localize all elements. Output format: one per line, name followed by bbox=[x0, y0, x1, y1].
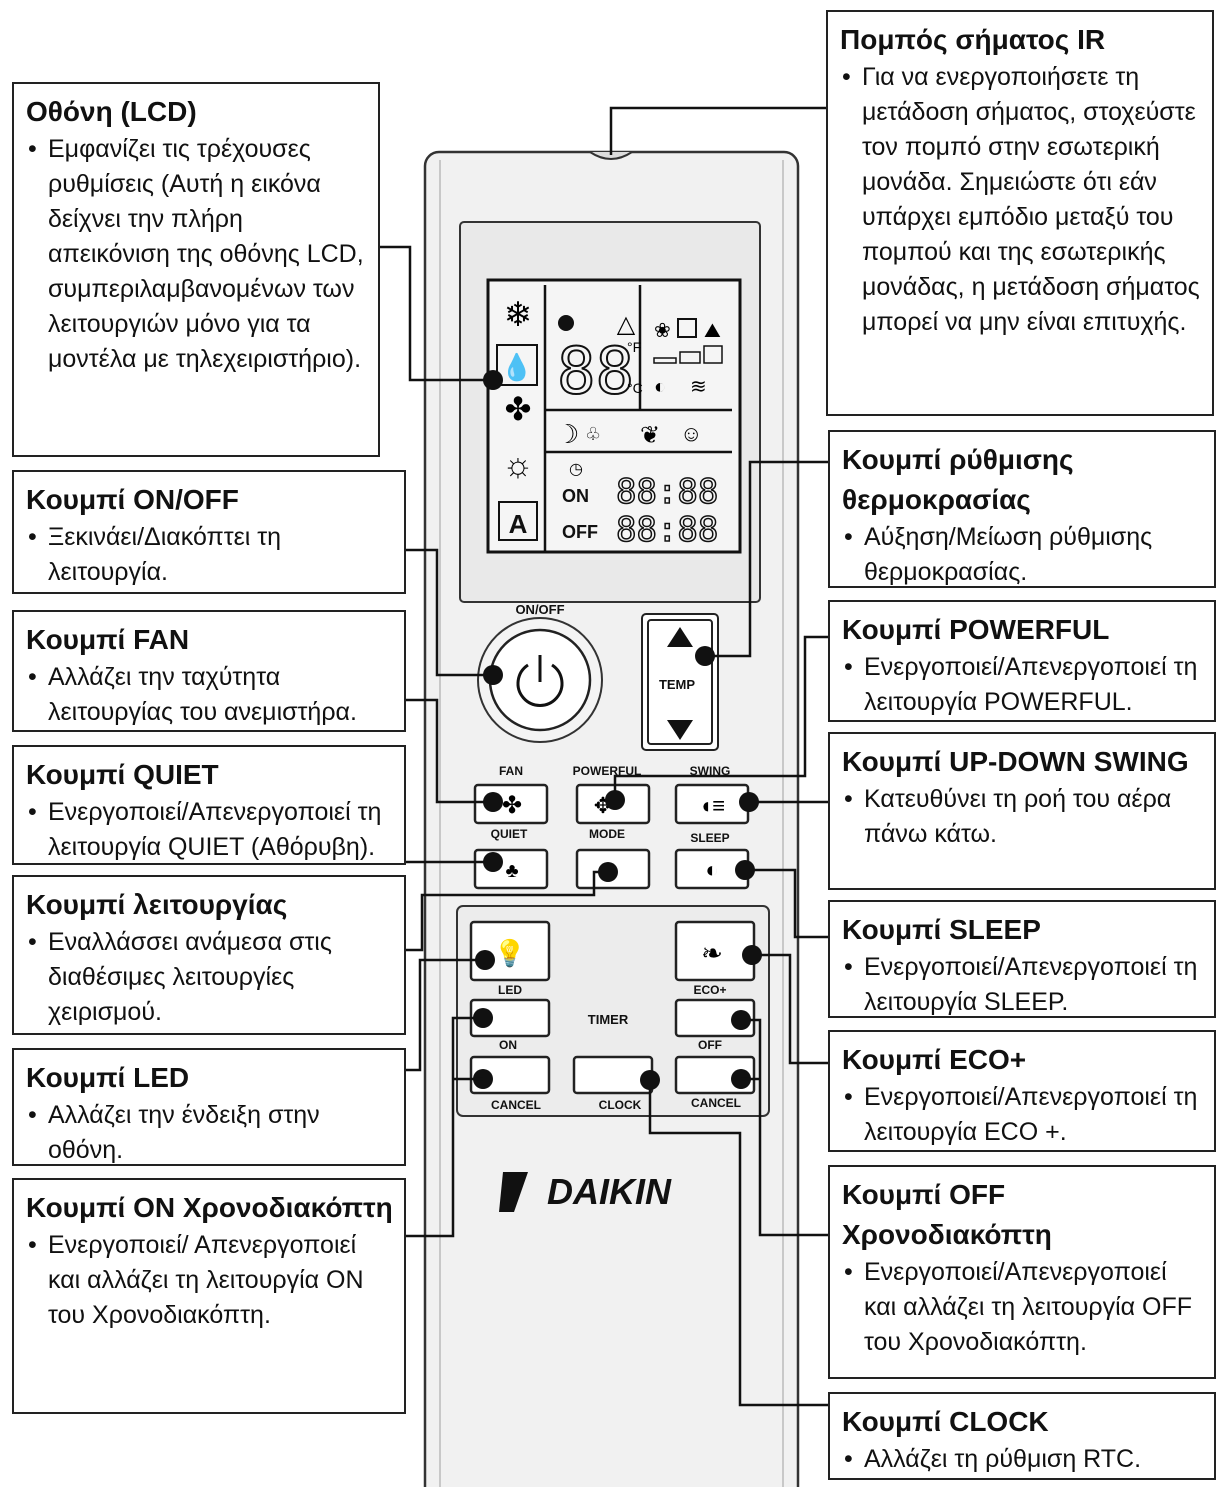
power-icon bbox=[516, 663, 564, 707]
callout-lcd: Οθόνη (LCD) Εμφανίζει τις τρέχουσες ρυθμ… bbox=[12, 82, 380, 457]
svg-text:QUIET: QUIET bbox=[491, 827, 528, 841]
sleep-button[interactable]: ◐ bbox=[674, 848, 750, 890]
temp-up-icon[interactable] bbox=[667, 627, 693, 647]
callout-onoff: Κουμπί ON/OFF Ξεκινάει/Διακόπτει τη λειτ… bbox=[12, 470, 406, 594]
svg-text:OFF: OFF bbox=[562, 522, 598, 542]
callout-ir: Πομπός σήματος IR Για να ενεργοποιήσετε … bbox=[826, 10, 1214, 416]
callout-eco: Κουμπί ECO+ Ενεργοποιεί/Απενεργοποιεί τη… bbox=[828, 1030, 1216, 1152]
temp-button[interactable]: TEMP bbox=[641, 613, 719, 751]
svg-text:SLEEP: SLEEP bbox=[690, 831, 729, 845]
svg-text:ON: ON bbox=[499, 1038, 517, 1052]
daikin-logo: DAIKIN bbox=[499, 1171, 672, 1212]
callout-clock: Κουμπί CLOCK Αλλάζει τη ρύθμιση RTC. bbox=[828, 1392, 1216, 1480]
airflow-icon: ≋ bbox=[690, 376, 707, 398]
sun-icon: ☼ bbox=[502, 446, 533, 484]
fahrenheit-icon: °F bbox=[627, 339, 641, 355]
svg-text:💧: 💧 bbox=[501, 352, 533, 382]
svg-text:ON/OFF: ON/OFF bbox=[515, 602, 564, 617]
callout-sleep: Κουμπί SLEEP Ενεργοποιεί/Απενεργοποιεί τ… bbox=[828, 900, 1216, 1018]
fan-bar-1 bbox=[653, 357, 677, 364]
callout-timer-off: Κουμπί OFF Χρονοδιακόπτη Ενεργοποιεί/Απε… bbox=[828, 1165, 1216, 1379]
quiet-icon: ♧ bbox=[585, 424, 601, 444]
callout-swing: Κουμπί UP-DOWN SWING Κατευθύνει τη ροή τ… bbox=[828, 732, 1216, 890]
fan-speed-icons: ❀ bbox=[654, 320, 671, 342]
svg-text:CLOCK: CLOCK bbox=[599, 1098, 642, 1112]
callout-led: Κουμπί LED Αλλάζει την ένδειξη στην οθόν… bbox=[12, 1048, 406, 1166]
svg-text:MODE: MODE bbox=[589, 827, 625, 841]
svg-text:CANCEL: CANCEL bbox=[491, 1098, 541, 1112]
ir-emitter bbox=[589, 151, 633, 160]
quiet-icon: ♣ bbox=[505, 860, 518, 882]
svg-text:TIMER: TIMER bbox=[588, 1012, 629, 1027]
swing-button[interactable]: ◖≡ bbox=[674, 783, 750, 825]
sleep-icon: ◐ bbox=[705, 857, 718, 882]
dry-mode-icon bbox=[496, 344, 538, 386]
clock-button[interactable] bbox=[572, 1055, 654, 1095]
eco-leaf-icon: ❦ bbox=[640, 422, 660, 449]
svg-text:OFF: OFF bbox=[698, 1038, 722, 1052]
svg-text:DAIKIN: DAIKIN bbox=[547, 1171, 672, 1212]
mountain-icon: ⛰ bbox=[704, 320, 721, 342]
fan-bar-3 bbox=[703, 345, 723, 364]
callout-fan: Κουμπί FAN Αλλάζει την ταχύτητα λειτουργ… bbox=[12, 610, 406, 732]
onoff-button[interactable] bbox=[477, 617, 603, 743]
celsius-icon: °C bbox=[627, 380, 643, 396]
swing-icon: ◖≡ bbox=[699, 793, 725, 818]
eco-leaf-icon: ❧ bbox=[701, 938, 723, 968]
callout-quiet: Κουμπί QUIET Ενεργοποιεί/Απενεργοποιεί τ… bbox=[12, 745, 406, 865]
auto-mode-icon bbox=[498, 501, 538, 541]
svg-text:ECO+: ECO+ bbox=[693, 983, 726, 997]
svg-text:FAN: FAN bbox=[499, 764, 523, 778]
callout-temp: Κουμπί ρύθμισης θερμοκρασίας Αύξηση/Μείω… bbox=[828, 430, 1216, 588]
svg-text:TEMP: TEMP bbox=[659, 677, 695, 692]
fan-mode-icon: ✤ bbox=[505, 391, 532, 427]
leader-dots bbox=[473, 370, 762, 1090]
callout-mode: Κουμπί λειτουργίας Εναλλάσσει ανάμεσα στ… bbox=[12, 875, 406, 1035]
svg-text:POWERFUL: POWERFUL bbox=[573, 764, 642, 778]
svg-text:A: A bbox=[509, 509, 528, 539]
clock-icon: ◷ bbox=[569, 461, 583, 478]
triangle-icon: △ bbox=[617, 311, 636, 338]
bulb-icon: 💡 bbox=[494, 938, 526, 968]
callout-powerful: Κουμπί POWERFUL Ενεργοποιεί/Απενεργοποιε… bbox=[828, 600, 1216, 722]
lcd-display: ❄ 💧 ✤ ☼ A △ 88 °F °C ❀ ⛰ ◐ ≋ ☽ ♧ ❦ ☺ ◷ O… bbox=[486, 278, 742, 554]
off-timer-digits: 88:88 bbox=[616, 510, 718, 550]
svg-text:SWING: SWING bbox=[690, 764, 731, 778]
on-timer-digits: 88:88 bbox=[616, 472, 718, 512]
svg-text:LED: LED bbox=[498, 983, 522, 997]
fan-icon: ✤ bbox=[502, 792, 522, 819]
svg-text:CANCEL: CANCEL bbox=[691, 1096, 741, 1110]
sleep-moon-icon: ☽ bbox=[556, 419, 579, 449]
callout-timer-on: Κουμπί ON Χρονοδιακόπτη Ενεργοποιεί/ Απε… bbox=[12, 1178, 406, 1414]
swing-icon: ◐ bbox=[654, 376, 666, 398]
fan-bar-2 bbox=[679, 351, 701, 364]
snowflake-icon: ❄ bbox=[504, 296, 533, 334]
powerful-indicator-icon bbox=[558, 315, 574, 331]
svg-text:ON: ON bbox=[562, 486, 589, 506]
temp-down-icon[interactable] bbox=[667, 720, 693, 740]
temp-digits: 88 bbox=[557, 335, 634, 409]
sensor-person-icon: ☺ bbox=[680, 421, 702, 446]
eco-button[interactable]: ❧ bbox=[674, 920, 756, 982]
